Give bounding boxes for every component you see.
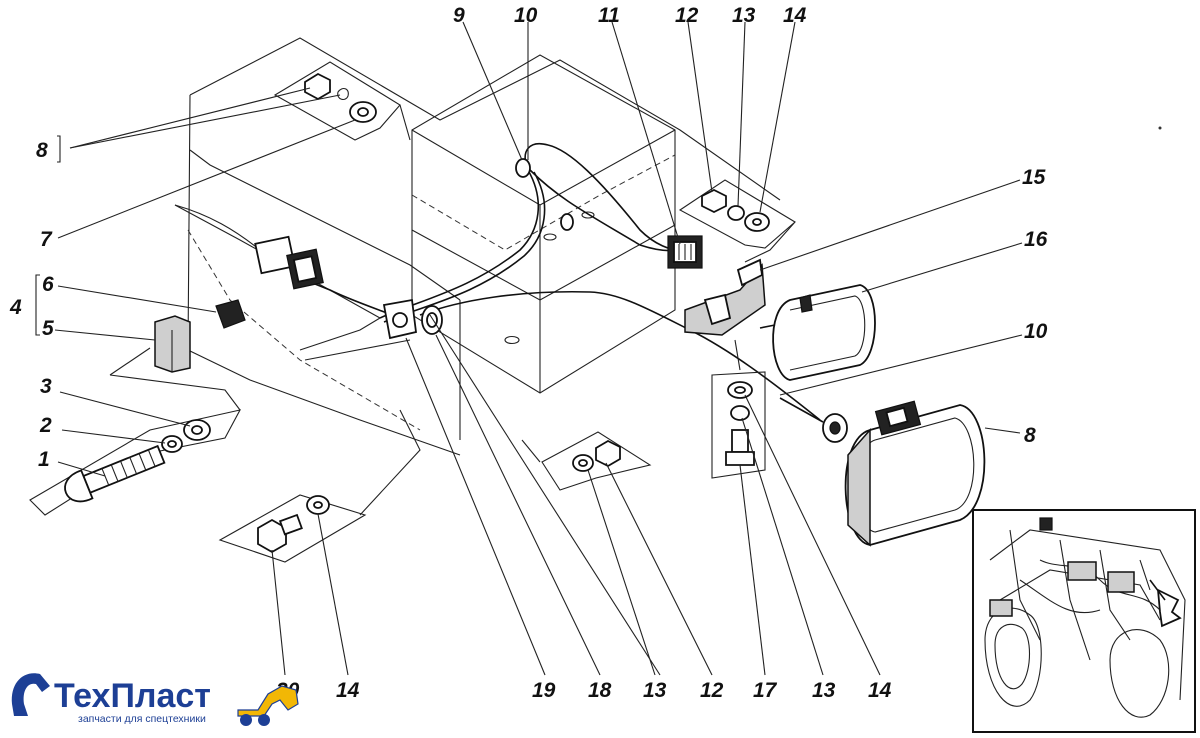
connector-11 [667,235,703,269]
callout-18: 18 [588,679,612,702]
vehicle-body-outline [174,37,781,456]
callout-11: 11 [598,4,620,27]
callout-3: 3 [40,375,52,398]
callout-9: 9 [453,4,465,27]
harness-clamp [382,298,443,340]
work-lamp [779,397,986,547]
speck [1158,126,1162,130]
callout-8-right: 8 [1024,424,1036,447]
fastener-group-lower [541,431,652,491]
callout-12-bottom: 12 [700,679,724,702]
callout-16: 16 [1024,228,1048,251]
callout-13-top: 13 [732,4,756,27]
compartment-box [411,54,676,440]
logo-name: ТехПласт [54,677,211,715]
bolt-group [29,409,242,516]
connector-left [254,235,324,290]
callout-1: 1 [38,448,50,471]
callout-14-bottom-right: 14 [868,679,892,702]
techplast-logo: ТехПласт запчасти для спецтехники [11,673,299,726]
callout-8-left: 8 [36,139,48,162]
callout-14-bottom-left: 14 [336,679,360,702]
callout-4: 4 [9,296,22,319]
fastener-group-top [273,61,401,141]
bracket-5 [109,315,191,376]
callout-10-top: 10 [514,4,538,27]
callout-10-right: 10 [1024,320,1048,343]
callout-13-bottom-right: 13 [812,679,836,702]
fastener-group-right [678,179,796,249]
callout-14-top: 14 [783,4,807,27]
group-chevrons [109,104,796,516]
callout-13-bottom: 13 [643,679,667,702]
callout-15: 15 [1022,166,1046,189]
locator-inset [972,509,1196,733]
logo-excavator-icon [11,673,50,716]
callout-7: 7 [40,228,53,251]
pad-6 [215,299,246,329]
callout-12-top: 12 [675,4,699,27]
fastener-group-bottom-left [218,494,367,563]
logo-loader-icon [237,685,299,726]
callout-6: 6 [42,273,54,296]
logo-tagline: запчасти для спецтехники [78,713,206,725]
callout-2: 2 [39,414,52,437]
callout-labels: 1 2 3 4 5 6 7 8 9 10 11 12 13 14 15 16 1… [9,4,1048,702]
leader-lines [35,21,1023,676]
lamp-bracket [684,258,766,336]
fastener-group-lamp [711,371,766,479]
callout-17: 17 [753,679,778,702]
callout-19: 19 [532,679,556,702]
callout-5: 5 [42,317,54,340]
side-lamp [759,284,876,381]
wiring-harness [174,143,821,421]
